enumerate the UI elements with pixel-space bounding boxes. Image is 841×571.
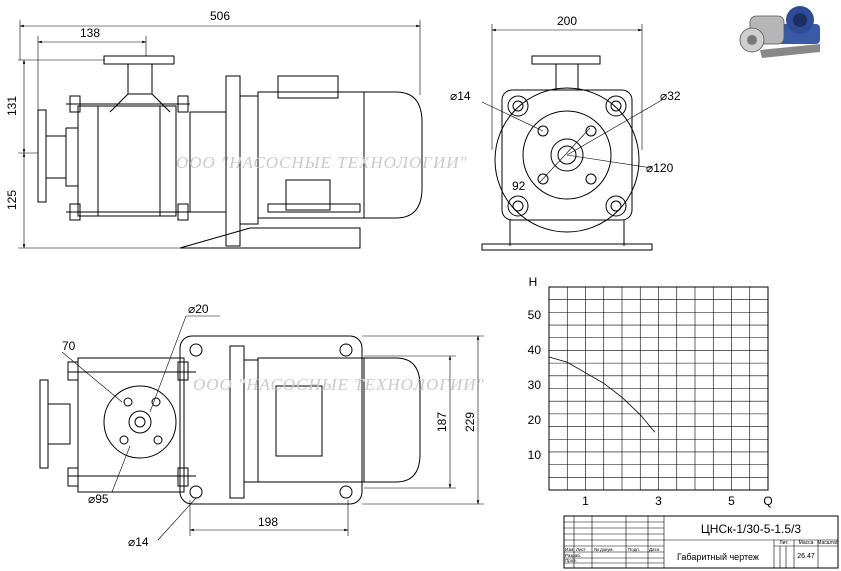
dim-d14-side: ⌀14 [450, 89, 471, 103]
col-mass: Масса [799, 540, 814, 546]
x-tick-label: 1 [582, 494, 589, 508]
dim-131: 131 [5, 96, 19, 116]
designation: ЦНСк-1/30-5-1.5/3 [701, 522, 801, 536]
row-label-0: Изм [565, 547, 573, 552]
performance-chart: 10 20 30 40 50 1 3 5 H Q [528, 275, 773, 508]
watermark-lower: ООО "НАСОСНЫЕ ТЕХНОЛОГИИ" [193, 375, 485, 394]
x-tick-label: 3 [655, 494, 662, 508]
y-tick-label: 50 [528, 308, 542, 322]
dim-229: 229 [463, 412, 477, 432]
x-axis-label: Q [763, 494, 772, 508]
title-block: ЦНСк-1/30-5-1.5/3 Габаритный чертеж Лит.… [563, 515, 839, 569]
front-view: 506 138 131 125 [5, 9, 423, 249]
mass-value: 26.47 [797, 553, 815, 560]
side-view: 200 ⌀14 ⌀32 ⌀120 92 [450, 14, 681, 251]
dim-d120: ⌀120 [646, 161, 674, 175]
y-tick-label: 20 [528, 413, 542, 427]
dim-92: 92 [512, 179, 526, 193]
watermark-upper: ООО "НАСОСНЫЕ ТЕХНОЛОГИИ" [176, 153, 468, 172]
side-label-0: Разраб. [565, 553, 581, 558]
dim-d95: ⌀95 [88, 492, 109, 506]
row-label-2: № докум. [594, 547, 614, 552]
dim-138: 138 [80, 26, 100, 40]
y-tick-label: 10 [528, 448, 542, 462]
y-axis-label: H [529, 275, 538, 289]
row-label-3: Подп. [628, 547, 640, 552]
x-tick-label: 5 [728, 494, 735, 508]
row-label-4: Дата [649, 547, 659, 552]
dim-d32: ⌀32 [660, 89, 681, 103]
dim-70: 70 [62, 339, 76, 353]
y-tick-label: 30 [528, 378, 542, 392]
dim-d14-foot: ⌀14 [128, 535, 149, 549]
dim-d20: ⌀20 [188, 302, 209, 316]
top-view: 198 187 229 70 ⌀20 ⌀95 ⌀14 [39, 302, 484, 549]
y-tick-label: 40 [528, 343, 542, 357]
doc-title: Габаритный чертеж [677, 552, 759, 562]
series-line-0 [548, 356, 656, 433]
dim-125: 125 [5, 190, 19, 210]
col-lit: Лит. [779, 540, 788, 546]
chart-frame [548, 286, 769, 491]
col-scale: Масштаб [817, 540, 839, 546]
row-label-1: Лист [576, 547, 586, 552]
dim-187: 187 [435, 412, 449, 432]
pump-thumbnail [739, 6, 820, 58]
dim-198: 198 [258, 515, 278, 529]
dim-200: 200 [557, 14, 577, 28]
dim-506: 506 [210, 9, 230, 23]
side-label-1: Пров. [565, 558, 577, 563]
